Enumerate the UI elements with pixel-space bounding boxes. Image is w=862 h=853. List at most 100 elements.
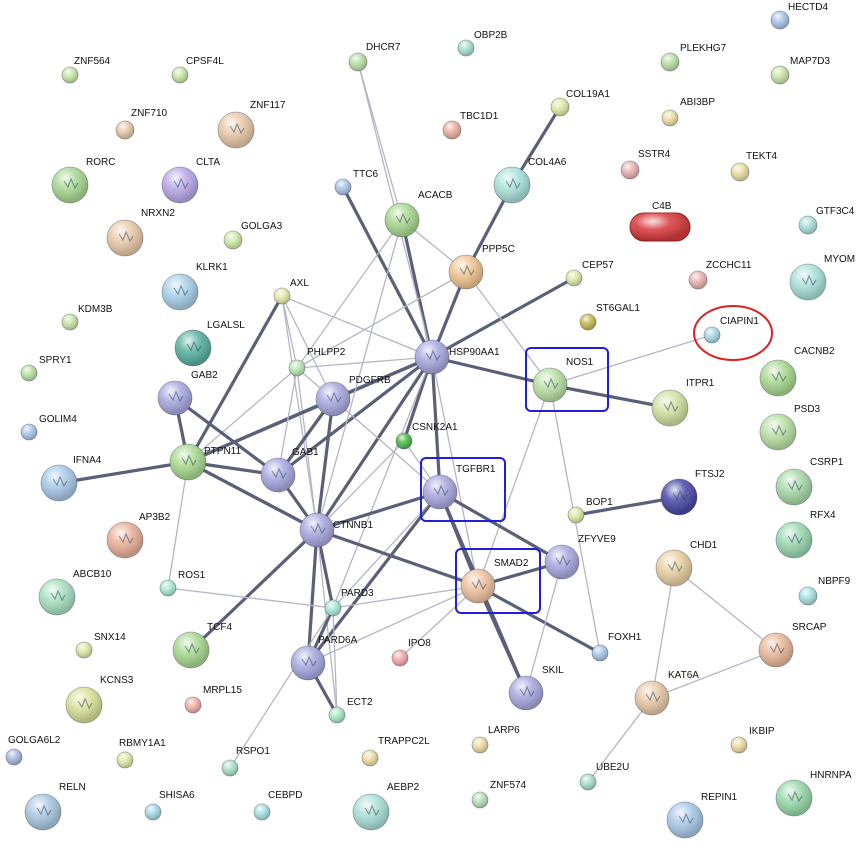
node-mrpl15[interactable]: MRPL15 (184, 685, 242, 714)
node-hectd4[interactable]: HECTD4 (770, 2, 828, 30)
node-acacb[interactable]: ACACB (384, 190, 453, 238)
node-gab1[interactable]: GAB1 (260, 447, 319, 493)
node-ppp5c[interactable]: PPP5C (448, 244, 515, 290)
node-cep57[interactable]: CEP57 (565, 260, 614, 287)
node-ros1[interactable]: ROS1 (159, 570, 206, 597)
node-shisa6[interactable]: SHISA6 (144, 790, 195, 821)
node-tcf4[interactable]: TCF4 (172, 622, 232, 669)
node-label: GOLGA3 (241, 221, 283, 232)
node-skil[interactable]: SKIL (508, 665, 564, 711)
node-trappc2l[interactable]: TRAPPC2L (361, 736, 430, 767)
node-label: RSPO1 (236, 746, 270, 757)
node-abi3bp[interactable]: ABI3BP (661, 97, 715, 127)
node-bop1[interactable]: BOP1 (567, 497, 613, 524)
node-nrxn2[interactable]: NRXN2 (106, 208, 175, 257)
node-ect2[interactable]: ECT2 (328, 697, 373, 724)
node-clta[interactable]: CLTA (161, 157, 220, 204)
node-st6gal1[interactable]: ST6GAL1 (579, 303, 640, 331)
node-zcchc11[interactable]: ZCCHC11 (688, 260, 752, 290)
node-pard3[interactable]: PARD3 (324, 588, 374, 617)
node-reln[interactable]: RELN (24, 782, 86, 831)
node-csrp1[interactable]: CSRP1 (775, 457, 844, 506)
node-golga6l2[interactable]: GOLGA6L2 (5, 735, 61, 766)
node-label: COL4A6 (528, 157, 567, 168)
node-ptpn11[interactable]: PTPN11 (169, 443, 241, 481)
node-shine (170, 444, 206, 480)
node-aebp2[interactable]: AEBP2 (352, 782, 420, 831)
node-znf710[interactable]: ZNF710 (115, 108, 168, 140)
node-larp6[interactable]: LARP6 (471, 725, 520, 754)
edge-hsp90aa1-axl (281, 295, 433, 358)
node-hnrnpa[interactable]: HNRNPA (775, 770, 852, 817)
structure-glyph (519, 685, 535, 698)
node-rfx4[interactable]: RFX4 (775, 510, 836, 559)
node-golim4[interactable]: GOLIM4 (20, 414, 77, 441)
edge-smad2-skil (476, 584, 528, 695)
node-foxh1[interactable]: FOXH1 (591, 632, 642, 662)
node-kcns3[interactable]: KCNS3 (65, 675, 134, 724)
node-smad2[interactable]: SMAD2 (460, 558, 529, 604)
node-srcap[interactable]: SRCAP (758, 622, 827, 668)
node-gtf3c4[interactable]: GTF3C4 (798, 206, 855, 235)
node-ap3b2[interactable]: AP3B2 (106, 512, 171, 559)
node-axl[interactable]: AXL (273, 278, 309, 305)
node-znf117[interactable]: ZNF117 (217, 100, 286, 149)
node-itpr1[interactable]: ITPR1 (651, 378, 715, 427)
node-ttc6[interactable]: TTC6 (334, 169, 378, 196)
edge-ptpn11-ros1 (167, 461, 189, 589)
node-rspo1[interactable]: RSPO1 (221, 746, 270, 777)
node-cebpd[interactable]: CEBPD (253, 790, 302, 821)
node-cpsf4l[interactable]: CPSF4L (171, 56, 224, 84)
node-label: MRPL15 (203, 685, 242, 696)
node-tekt4[interactable]: TEKT4 (730, 151, 778, 182)
edge-ctnnb1-phlpp2 (296, 367, 318, 531)
node-kdm3b[interactable]: KDM3B (61, 304, 113, 331)
node-rorc[interactable]: RORC (51, 157, 115, 204)
node-snx14[interactable]: SNX14 (75, 632, 126, 659)
node-psd3[interactable]: PSD3 (759, 404, 821, 451)
node-myom[interactable]: MYOM (789, 254, 855, 301)
node-nos1[interactable]: NOS1 (532, 357, 594, 403)
node-ube2u[interactable]: UBE2U (579, 762, 629, 791)
node-pdgfrb[interactable]: PDGFRB (315, 375, 391, 417)
edge-ctnnb1-csnk2a1 (316, 440, 405, 531)
node-hsp90aa1[interactable]: HSP90AA1 (414, 339, 500, 375)
node-col4a6[interactable]: COL4A6 (493, 157, 567, 204)
node-klrk1[interactable]: KLRK1 (161, 262, 228, 311)
node-lgalsl[interactable]: LGALSL (174, 320, 245, 367)
node-ifna4[interactable]: IFNA4 (40, 455, 102, 502)
node-csnk2a1[interactable]: CSNK2A1 (395, 422, 458, 450)
node-sstr4[interactable]: SSTR4 (620, 149, 671, 180)
structure-glyph (310, 522, 326, 535)
node-col19a1[interactable]: COL19A1 (550, 89, 610, 117)
node-chd1[interactable]: CHD1 (655, 540, 718, 587)
node-gab2[interactable]: GAB2 (157, 370, 218, 416)
node-plekhg7[interactable]: PLEKHG7 (660, 43, 727, 72)
node-znf564[interactable]: ZNF564 (61, 56, 111, 84)
node-rbmy1a1[interactable]: RBMY1A1 (116, 738, 166, 769)
node-ikbip[interactable]: IKBIP (730, 726, 775, 754)
node-dhcr7[interactable]: DHCR7 (348, 42, 401, 72)
node-ciapin1[interactable]: CIAPIN1 (703, 316, 759, 344)
node-phlpp2[interactable]: PHLPP2 (288, 347, 346, 377)
node-c4b[interactable]: C4B (629, 201, 691, 242)
node-zfyve9[interactable]: ZFYVE9 (544, 534, 616, 580)
node-tgfbr1[interactable]: TGFBR1 (422, 464, 496, 510)
node-spry1[interactable]: SPRY1 (20, 355, 72, 382)
node-cacnb2[interactable]: CACNB2 (759, 346, 835, 397)
node-abcb10[interactable]: ABCB10 (38, 569, 112, 616)
node-znf574[interactable]: ZNF574 (471, 780, 527, 809)
node-pard6a[interactable]: PARD6A (290, 635, 358, 681)
node-ctnnb1[interactable]: CTNNB1 (299, 512, 373, 548)
node-tbc1d1[interactable]: TBC1D1 (442, 111, 499, 140)
node-map7d3[interactable]: MAP7D3 (770, 56, 830, 85)
node-kat6a[interactable]: KAT6A (634, 670, 699, 716)
node-obp2b[interactable]: OBP2B (457, 30, 508, 57)
node-repin1[interactable]: REPIN1 (666, 792, 738, 839)
node-ftsj2[interactable]: FTSJ2 (660, 469, 725, 516)
node-golga3[interactable]: GOLGA3 (223, 221, 283, 250)
edge-hsp90aa1-phlpp2 (296, 356, 433, 369)
node-nbpf9[interactable]: NBPF9 (798, 576, 851, 606)
node-label: C4B (652, 201, 672, 212)
node-ipo8[interactable]: IPO8 (391, 638, 431, 667)
